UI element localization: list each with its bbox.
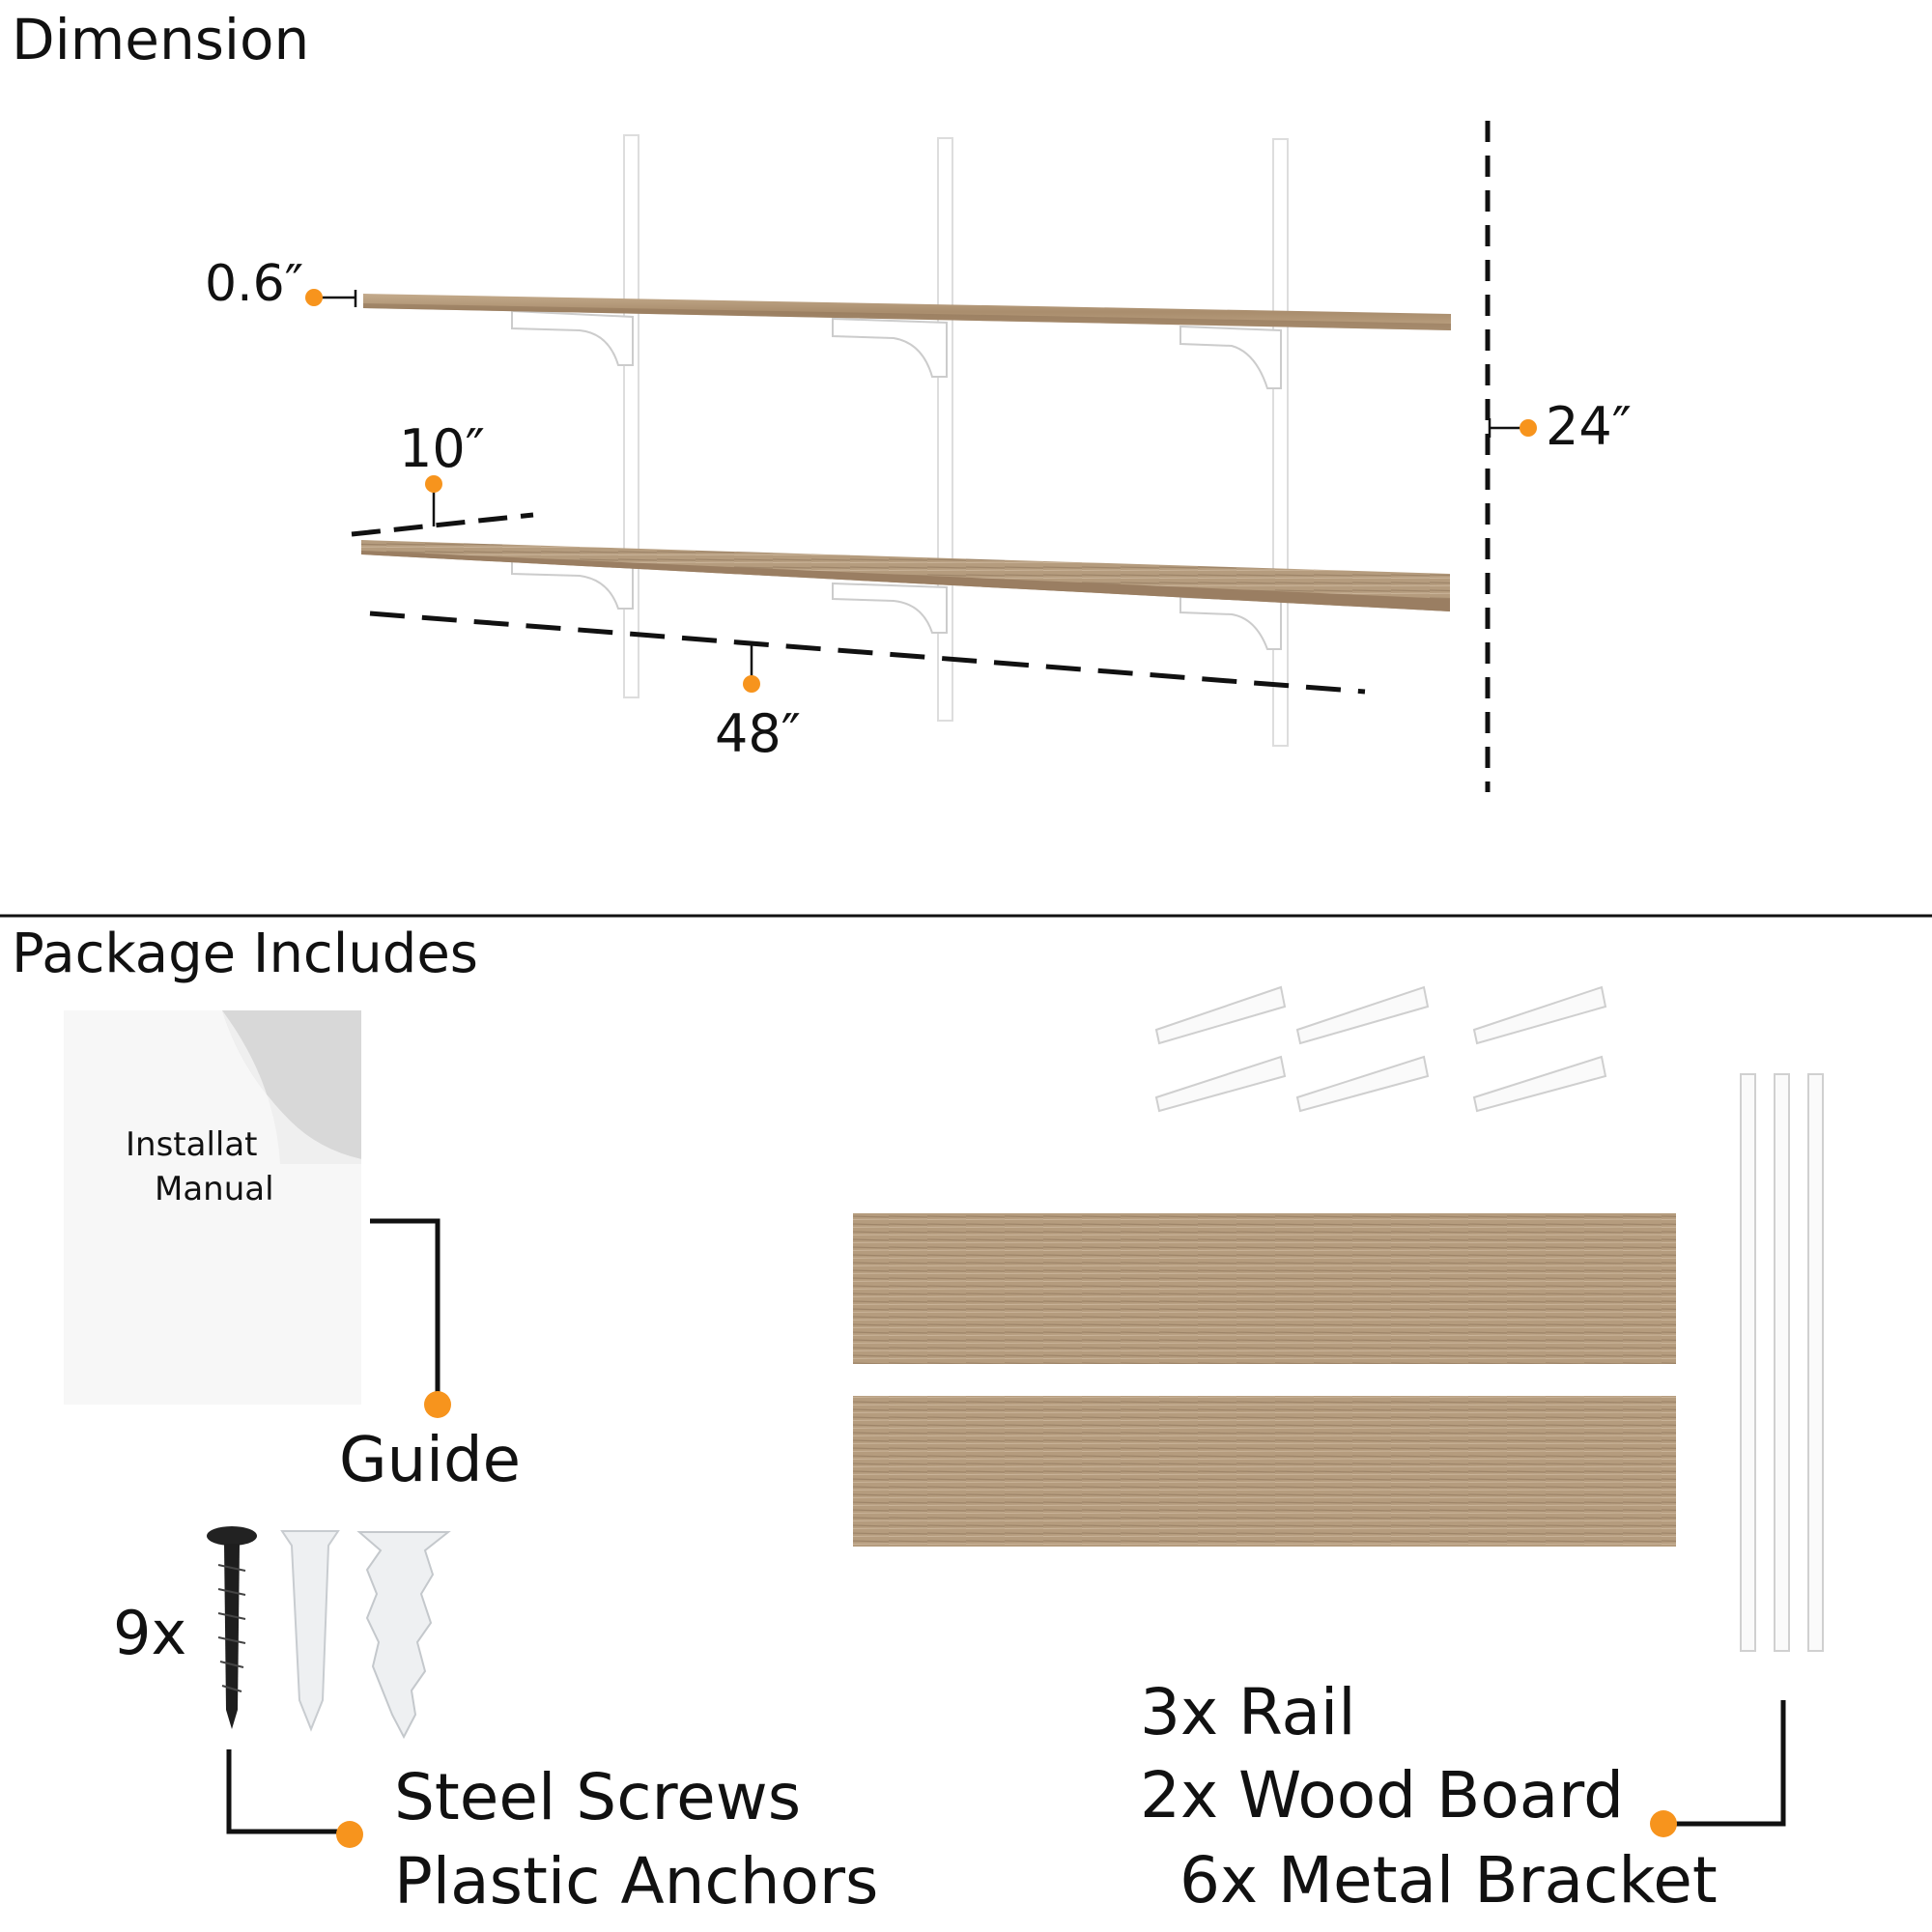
wood-boards-image bbox=[853, 1213, 1676, 1547]
dimension-markers bbox=[305, 289, 1537, 693]
depth-label: 10″ bbox=[399, 418, 485, 479]
thickness-label: 0.6″ bbox=[205, 255, 304, 313]
plastic-anchor-icon bbox=[280, 1530, 340, 1732]
depth-dashed-line bbox=[351, 512, 534, 537]
steel-screws-label: Steel Screws bbox=[394, 1760, 802, 1834]
height-label: 24″ bbox=[1546, 396, 1632, 457]
shelf-brackets bbox=[511, 309, 1282, 650]
width-label: 48″ bbox=[715, 703, 801, 764]
wood-board-label: 2x Wood Board bbox=[1140, 1758, 1625, 1833]
wall-rails bbox=[623, 134, 1289, 747]
rail-label: 3x Rail bbox=[1140, 1675, 1356, 1749]
metal-bracket-label: 6x Metal Bracket bbox=[1179, 1843, 1718, 1918]
guide-connector bbox=[370, 1218, 440, 1405]
plastic-anchors-label: Plastic Anchors bbox=[394, 1844, 879, 1918]
installation-manual-image bbox=[64, 1010, 361, 1405]
package-title: Package Includes bbox=[12, 923, 478, 985]
manual-text-line2: Manual bbox=[155, 1170, 274, 1208]
drywall-anchor-icon bbox=[356, 1531, 451, 1740]
screw-count-label: 9x bbox=[113, 1598, 187, 1668]
dimension-title: Dimension bbox=[12, 7, 310, 72]
screws-connector bbox=[226, 1749, 350, 1834]
parts-connector bbox=[1676, 1700, 1786, 1827]
metal-brackets-image bbox=[1154, 985, 1607, 1113]
rails-image bbox=[1740, 1073, 1824, 1652]
screw-icon bbox=[207, 1526, 257, 1729]
guide-label: Guide bbox=[339, 1425, 521, 1496]
manual-text-line1: Installat bbox=[126, 1125, 258, 1164]
bottom-shelf bbox=[361, 540, 1450, 611]
top-shelf bbox=[363, 294, 1451, 330]
width-dashed-line bbox=[369, 611, 1366, 695]
